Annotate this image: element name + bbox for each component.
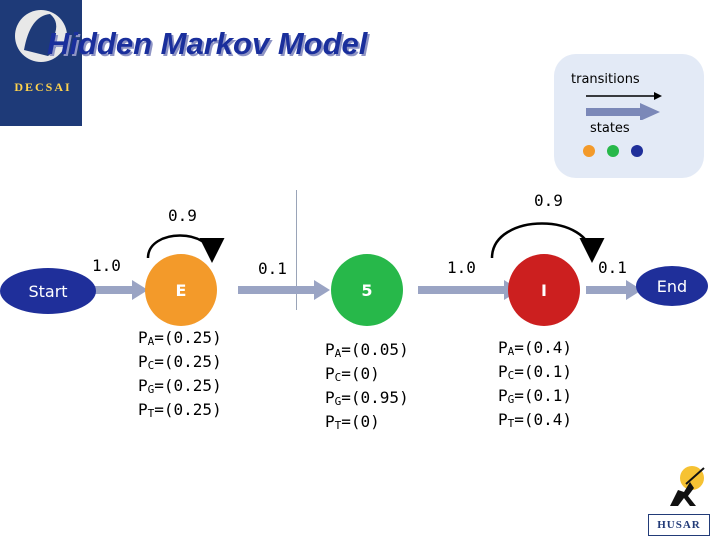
state-color-orange [583, 145, 595, 157]
emission-row: PT=(0.25) [138, 400, 222, 420]
emission-row: PT=(0) [325, 412, 380, 432]
state-color-green [607, 145, 619, 157]
emission-row: PT=(0.4) [498, 410, 573, 430]
emission-row: PC=(0.1) [498, 362, 573, 382]
start-label: Start [28, 281, 68, 301]
emissions-e: PA=(0.25) PC=(0.25) PG=(0.25) PT=(0.25) [138, 328, 222, 424]
state-i-label: I [541, 280, 547, 300]
end-label: End [656, 276, 688, 296]
husar-rider-icon [670, 466, 705, 506]
e-self-prob: 0.9 [168, 206, 197, 225]
state-e-label: E [175, 280, 187, 300]
state-5-label: 5 [361, 280, 373, 300]
husar-logo: HUSAR [648, 514, 710, 536]
start-to-e-prob: 1.0 [92, 256, 121, 275]
state-arrow-icon [586, 108, 640, 116]
logo-text: DECSAI [14, 80, 72, 94]
state-i-node: I [508, 254, 580, 326]
i-to-end-prob: 0.1 [598, 258, 627, 277]
emission-row: PG=(0.95) [325, 388, 409, 408]
emissions-5: PA=(0.05) PC=(0) PG=(0.95) PT=(0) [325, 340, 409, 436]
emission-row: PA=(0.4) [498, 338, 573, 358]
state-5-node: 5 [331, 254, 403, 326]
state-color-blue [631, 145, 643, 157]
5-to-i-prob: 1.0 [447, 258, 476, 277]
legend-arrows [586, 92, 662, 120]
start-node: Start [0, 268, 96, 314]
divider-line [296, 190, 297, 310]
emission-row: PG=(0.1) [498, 386, 573, 406]
e-self-loop-arrow [146, 234, 225, 263]
5-to-i-arrow [418, 286, 504, 294]
emission-row: PC=(0) [325, 364, 380, 384]
emissions-i: PA=(0.4) PC=(0.1) PG=(0.1) PT=(0.4) [498, 338, 572, 434]
legend-box: transitions states [554, 54, 704, 178]
emission-row: PG=(0.25) [138, 376, 222, 396]
emission-row: PC=(0.25) [138, 352, 222, 372]
end-node: End [636, 266, 708, 306]
decsai-logo: DECSAI [0, 0, 82, 126]
e-to-5-arrow [238, 286, 314, 294]
e-to-5-prob: 0.1 [258, 259, 287, 278]
emission-row: PA=(0.05) [325, 340, 409, 360]
start-to-e-arrow [82, 286, 132, 294]
i-self-prob: 0.9 [534, 191, 563, 210]
i-self-loop-arrow [490, 222, 605, 263]
state-e-node: E [145, 254, 217, 326]
emission-row: PA=(0.25) [138, 328, 222, 348]
legend-states-label: states [590, 121, 630, 136]
i-to-end-arrow [586, 286, 626, 294]
page-title: Hidden Markov Model [47, 26, 368, 61]
legend-transitions-label: transitions [571, 72, 640, 87]
